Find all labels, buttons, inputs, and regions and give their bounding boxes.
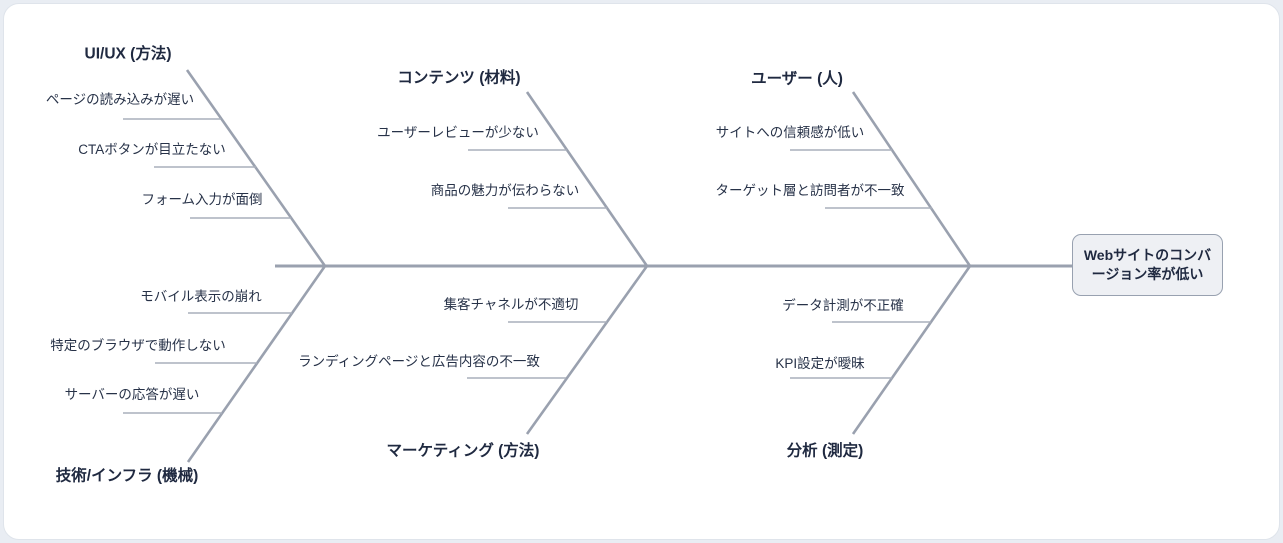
cause-label: サーバーの応答が遅い <box>64 386 200 402</box>
cause-label: ページの読み込みが遅い <box>45 91 195 107</box>
cause-label: KPI設定が曖昧 <box>775 355 865 371</box>
branch-line-user <box>851 91 972 267</box>
branch-line-marketing <box>525 265 649 435</box>
cause-label: CTAボタンが目立たない <box>78 141 226 157</box>
category-label-user: ユーザー (人) <box>751 70 843 88</box>
cause-label: ユーザーレビューが少ない <box>377 124 539 140</box>
branch-line-uiux <box>185 69 327 267</box>
cause-label: ターゲット層と訪問者が不一致 <box>715 182 905 198</box>
problem-node: Webサイトのコンバージョン率が低い <box>1072 234 1223 296</box>
cause-label: データ計測が不正確 <box>782 297 904 313</box>
branch-line-tech <box>186 265 327 463</box>
cause-label: 商品の魅力が伝わらない <box>430 182 580 198</box>
category-label-content: コンテンツ (材料) <box>397 69 521 87</box>
cause-label: サイトへの信頼感が低い <box>715 124 865 140</box>
category-label-uiux: UI/UX (方法) <box>84 45 172 63</box>
cause-label: 集客チャネルが不適切 <box>443 296 579 312</box>
cause-label: モバイル表示の崩れ <box>140 288 262 304</box>
branch-line-content <box>525 91 649 267</box>
branch-line-analysis <box>851 265 972 435</box>
cause-label: 特定のブラウザで動作しない <box>50 337 226 353</box>
category-label-analysis: 分析 (測定) <box>786 442 864 460</box>
category-label-tech: 技術/インフラ (機械) <box>55 467 199 485</box>
problem-node-label: Webサイトのコンバージョン率が低い <box>1083 247 1212 282</box>
cause-label: ランディングページと広告内容の不一致 <box>298 353 540 369</box>
cause-label: フォーム入力が面倒 <box>141 191 263 207</box>
category-label-marketing: マーケティング (方法) <box>386 442 540 460</box>
